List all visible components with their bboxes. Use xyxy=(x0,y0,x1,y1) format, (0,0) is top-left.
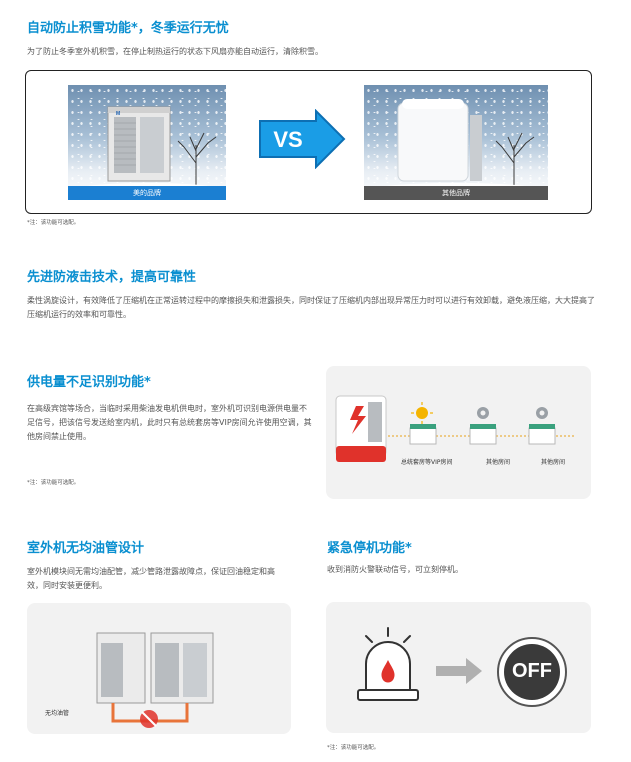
gear-icon xyxy=(477,407,489,419)
anti-snow-title: 自动防止积雪功能*，冬季运行无忧 xyxy=(27,21,229,36)
midea-snow-scene: M 美的品牌 xyxy=(68,85,226,200)
emergency-stop-title: 紧急停机功能* xyxy=(327,541,412,556)
no-oil-pipe-title: 室外机无均油管设计 xyxy=(27,541,145,556)
sun-icon xyxy=(411,402,433,424)
building-icon xyxy=(409,427,556,445)
power-shortage-note: *注：该功能可选配。 xyxy=(27,480,80,486)
anti-snow-note: *注：该功能可选配。 xyxy=(27,220,80,226)
power-shortage-title: 供电量不足识别功能* xyxy=(27,375,151,390)
vs-icon: VS xyxy=(258,108,348,173)
anti-snow-desc: 为了防止冬季室外机积雪，在停止制热运行的状态下风扇亦能自动运行，清除积雪。 xyxy=(27,47,323,56)
room-vip-label: 总统套房等VIP房间 xyxy=(401,459,453,466)
emergency-stop-note: *注：该功能可选配。 xyxy=(327,745,380,751)
power-diagram xyxy=(335,395,576,462)
outdoor-unit-snowed-icon xyxy=(376,99,536,195)
room-other-label: 其他房间 xyxy=(541,459,566,466)
room-other-label: 其他房间 xyxy=(486,459,511,466)
no-oil-pipe-label: 无均油管 xyxy=(45,710,70,717)
no-oil-pipe-panel: 无均油管 xyxy=(27,603,291,734)
off-button-icon xyxy=(497,637,567,707)
anti-liquid-desc: 柔性涡旋设计，有效降低了压缩机在正常运转过程中的摩擦损失和泄露损失，同时保证了压… xyxy=(27,296,595,319)
siren-icon xyxy=(357,627,419,701)
power-shortage-desc: 在高级宾馆等场合，当临时采用柴油发电机供电时，室外机可识别电源供电量不足信号，把… xyxy=(27,404,312,441)
outdoor-unit-icon: M xyxy=(78,106,218,195)
anti-snow-compare-box: M 美的品牌 VS 其他品牌 xyxy=(25,70,592,214)
anti-liquid-title: 先进防液击技术，提高可靠性 xyxy=(27,270,197,285)
midea-brand-caption: 美的品牌 xyxy=(68,186,226,200)
power-shortage-panel: 总统套房等VIP房间 其他房间 其他房间 xyxy=(326,366,591,499)
outdoor-units-icon xyxy=(96,632,214,728)
no-oil-pipe-desc: 室外机模块间无需均油配管，减少管路泄露故障点，保证回油稳定和高效，同时安装更便利… xyxy=(27,567,275,590)
emergency-stop-desc: 收到消防火警联动信号，可立刻停机。 xyxy=(327,565,463,574)
arrow-right-icon xyxy=(436,658,482,684)
generator-unit-icon xyxy=(335,395,387,462)
off-label: OFF xyxy=(512,660,552,682)
emergency-stop-panel: OFF xyxy=(326,602,591,733)
other-brand-caption: 其他品牌 xyxy=(364,186,548,200)
other-snow-scene: 其他品牌 xyxy=(364,85,548,200)
gear-icon xyxy=(536,407,548,419)
svg-text:M: M xyxy=(116,111,120,117)
vs-label: VS xyxy=(273,127,302,152)
pipe-crossed-icon xyxy=(140,710,158,728)
